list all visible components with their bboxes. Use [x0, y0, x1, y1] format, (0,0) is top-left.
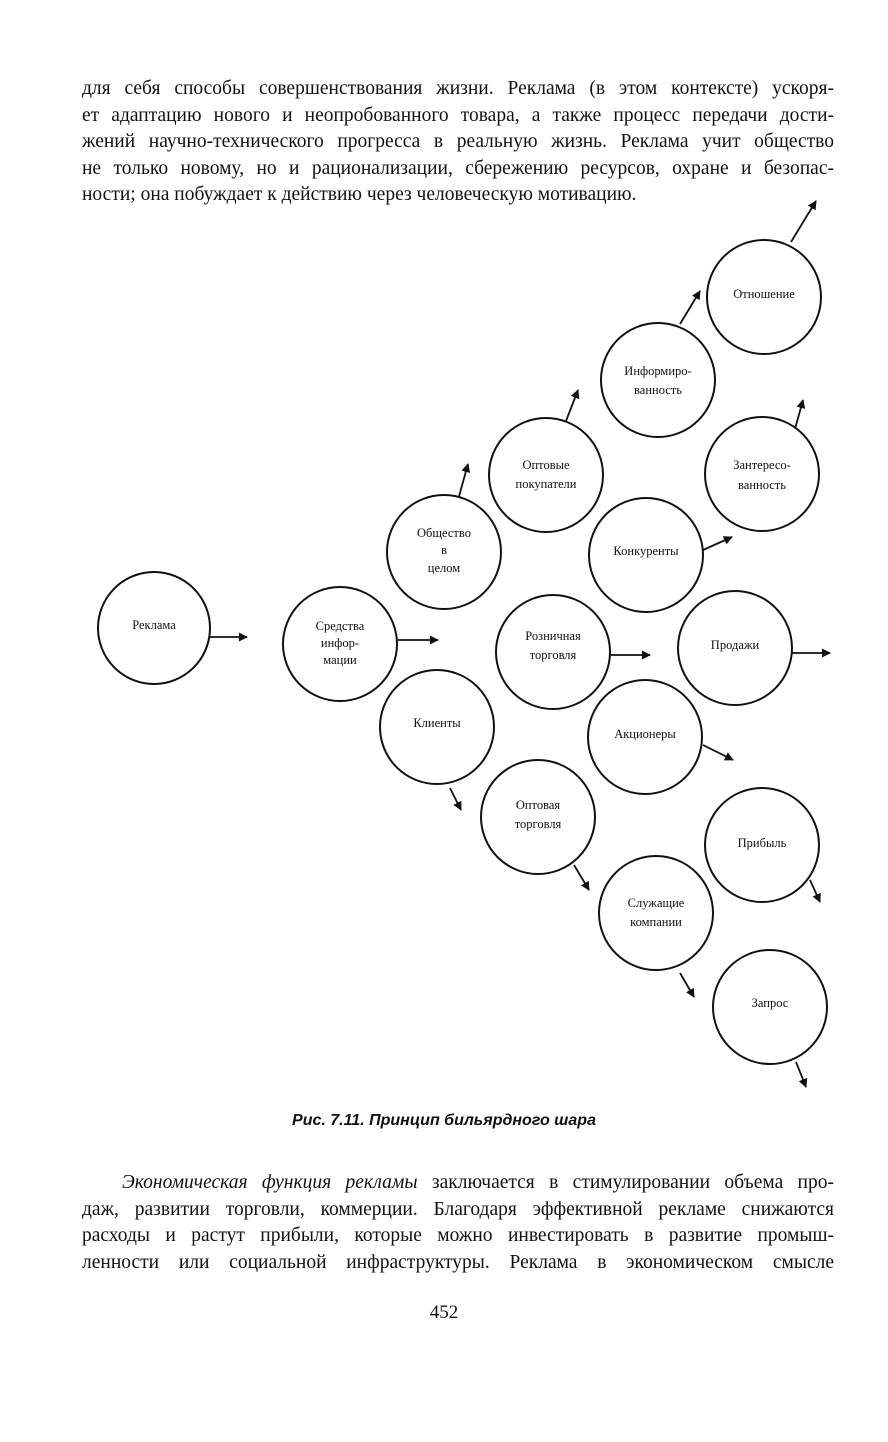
node-reklama: Реклама — [97, 571, 211, 685]
text-line: ленности или социальной инфраструктуры. … — [82, 1251, 834, 1273]
text-span: заключается в стимулировании объема про- — [417, 1172, 834, 1193]
arrow — [795, 1061, 808, 1088]
node-label: Реклама — [132, 618, 176, 632]
arrow — [809, 879, 821, 903]
node-label: Запрос — [752, 996, 789, 1010]
arrow — [565, 389, 580, 422]
node-label: Прибыль — [738, 836, 787, 850]
node-label: торговля — [515, 817, 562, 831]
arrow — [702, 536, 733, 551]
node-otnoshenie: Отношение — [706, 239, 822, 355]
node-konkurenty: Конкуренты — [588, 497, 704, 613]
text-line: ности; она побуждает к действию через че… — [82, 184, 637, 205]
node-informirovannost: Информиро- ванность — [600, 322, 716, 438]
node-label: Конкуренты — [613, 544, 679, 558]
node-pribyl: Прибыль — [704, 787, 820, 903]
arrow — [702, 744, 734, 761]
billiard-ball-diagram: Реклама Средства инфор- мации Общество в… — [97, 200, 831, 1088]
node-sluzhashchie-kompanii: Служащие компании — [598, 855, 714, 971]
arrow — [794, 399, 806, 430]
node-label: Служащие — [628, 896, 685, 910]
arrow — [790, 200, 817, 243]
node-label: компании — [630, 915, 682, 929]
arrow — [679, 290, 701, 325]
node-label: Розничная — [525, 629, 581, 643]
text-line: не только новому, но и рационализации, с… — [82, 157, 834, 179]
text-line: расходы и растут прибыли, которые можно … — [82, 1225, 834, 1246]
node-zapros: Запрос — [712, 949, 828, 1065]
node-label: ванность — [634, 383, 682, 397]
node-label: ванность — [738, 478, 786, 492]
node-sredstva-informatsii: Средства инфор- мации — [282, 586, 398, 702]
node-label: инфор- — [321, 636, 359, 650]
arrow — [573, 864, 590, 891]
node-obshchestvo-v-tselom: Общество в целом — [386, 494, 502, 610]
node-label: Средства — [316, 619, 365, 633]
node-label: Информиро- — [624, 364, 691, 378]
italic-term: Экономическая функция рекламы — [122, 1172, 418, 1193]
arrow — [449, 787, 462, 811]
node-label: Клиенты — [413, 716, 461, 730]
node-prodazhi: Продажи — [677, 590, 793, 706]
text-line: Экономическая функция рекламы заключаетс… — [82, 1170, 834, 1197]
arrow — [457, 463, 471, 501]
node-klienty: Клиенты — [379, 669, 495, 785]
node-label: Оптовые — [522, 458, 570, 472]
node-label: торговля — [530, 648, 577, 662]
node-label: целом — [428, 561, 460, 575]
text-line: даж, развитии торговли, коммерции. Благо… — [82, 1198, 834, 1220]
node-label: Продажи — [711, 638, 760, 652]
text-line: ет адаптацию нового и неопробованного то… — [82, 104, 834, 126]
node-label: мации — [323, 653, 357, 667]
arrow — [679, 972, 695, 998]
node-aktsionery: Акционеры — [587, 679, 703, 795]
text-line: жений научно-технического прогресса в ре… — [82, 131, 834, 152]
node-optovye-pokupateli: Оптовые покупатели — [488, 417, 604, 533]
node-label: в — [441, 543, 447, 557]
node-label: Акционеры — [614, 727, 676, 741]
node-roznichnaya-torgovlya: Розничная торговля — [495, 594, 611, 710]
figure-caption: Рис. 7.11. Принцип бильярдного шара — [292, 1112, 596, 1129]
page-number: 452 — [429, 1302, 459, 1323]
text-line: для себя способы совершенствования жизни… — [82, 78, 834, 99]
node-zainteresovannost: Зантересо- ванность — [704, 416, 820, 532]
node-label: Общество — [417, 526, 471, 540]
node-label: покупатели — [516, 477, 577, 491]
node-optovaya-torgovlya: Оптовая торговля — [480, 759, 596, 875]
body-paragraph-bottom: Экономическая функция рекламы заключаетс… — [82, 1170, 834, 1276]
node-label: Отношение — [733, 287, 795, 301]
node-label: Оптовая — [516, 798, 561, 812]
body-paragraph-top: для себя способы совершенствования жизни… — [82, 76, 834, 209]
node-label: Зантересо- — [733, 458, 791, 472]
diagram-arrows — [207, 200, 831, 1088]
